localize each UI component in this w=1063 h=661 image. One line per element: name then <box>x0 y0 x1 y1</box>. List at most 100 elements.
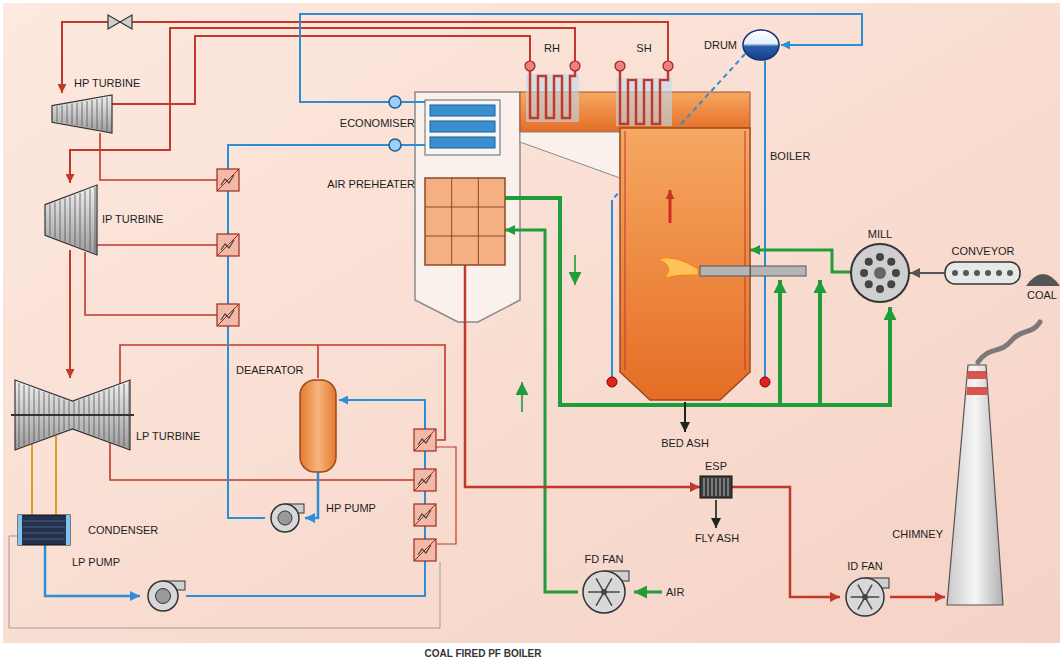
air-duct-part <box>778 280 782 405</box>
air-preheater: AIR PREHEATER <box>425 178 505 265</box>
ip-turbine-shape-part <box>90 189 91 251</box>
component-label: AIR <box>666 586 684 599</box>
pink-ground <box>3 3 1060 643</box>
economiser-bank-shape-part <box>430 121 495 132</box>
fan-symbol-shape <box>578 570 630 614</box>
coal-mill-shape-part <box>865 258 873 266</box>
fan-symbol: FD FAN <box>578 570 630 614</box>
exhaust-lines <box>32 436 56 515</box>
extraction-lines-part <box>317 345 319 378</box>
extraction-lines-part <box>97 244 217 246</box>
hp-turbine-shape-part <box>52 95 112 133</box>
furnace-shape-part <box>700 266 750 276</box>
pump-symbol-shape-part <box>271 504 299 532</box>
coal-mill-shape-part <box>876 253 884 261</box>
burner-pipe <box>750 266 806 276</box>
condenser-shell-shape-part <box>18 515 22 545</box>
component-label: DEAERATOR <box>236 364 303 377</box>
component-label: FLY ASH <box>695 532 739 545</box>
fan-symbol-shape-part <box>862 594 868 600</box>
air-duct-part <box>521 382 523 412</box>
feedwater-lines-part <box>611 200 613 378</box>
steam-lines <box>62 22 668 378</box>
air-preheater-shape-part <box>425 207 505 208</box>
condenser-shell-shape-part <box>23 527 65 528</box>
condenser-shell-shape-part <box>18 515 70 545</box>
furnace-shape-part <box>625 131 626 370</box>
conveyor-belt-shape-part <box>963 270 969 276</box>
ip-turbine-shape-part <box>80 193 81 247</box>
deaerator-tank-shape-part <box>300 380 336 472</box>
component-label: ECONOMISER <box>340 117 415 130</box>
air-duct-part <box>818 280 822 405</box>
feed-heater-part <box>217 234 239 256</box>
hp-turbine-shape-part <box>87 101 88 127</box>
flow-connector <box>45 545 140 596</box>
component-label: RH <box>544 42 560 55</box>
feed-heater-part <box>414 469 436 491</box>
air-preheater-shape-part <box>451 178 452 265</box>
conveyor-belt-shape-part <box>974 270 980 276</box>
flow-connector <box>732 487 840 597</box>
hp-turbine-shape-part <box>82 102 83 126</box>
condenser-shell-shape-part <box>23 521 65 522</box>
hp-turbine-shape-part <box>102 98 103 129</box>
component-label: IP TURBINE <box>102 213 163 226</box>
coal-pile <box>1026 274 1060 286</box>
furnace-shape-part <box>620 128 750 400</box>
figure-caption: COAL FIRED PF BOILER <box>424 647 541 660</box>
steam-lines-part <box>69 250 71 378</box>
air-preheater-shape <box>425 178 505 265</box>
extraction-lines-part <box>436 447 456 544</box>
condenser-shell-shape <box>18 515 70 545</box>
steam-drum-shape-part <box>743 30 779 60</box>
fan-symbol: ID FAN <box>840 577 890 617</box>
component-label: MILL <box>868 228 892 241</box>
lp-turbine-shape <box>15 380 130 450</box>
hp-turbine-shape <box>52 95 112 133</box>
component-label: FD FAN <box>584 553 623 566</box>
feed-heater-part <box>217 304 239 326</box>
fan-symbol-shape-part <box>846 578 884 616</box>
feed-heater-part <box>414 429 436 451</box>
steam-lines-part <box>112 36 530 104</box>
feedwater-lines-part <box>764 61 766 378</box>
ip-turbine-shape-part <box>65 199 66 242</box>
ash-arrow <box>715 500 717 528</box>
extraction-lines-part <box>110 443 414 480</box>
cooling-water-line <box>9 536 440 628</box>
ip-turbine-shape-part <box>85 191 86 249</box>
feed-heater-part <box>414 539 436 561</box>
component-label: ESP <box>705 460 727 473</box>
waterwall-header-part <box>760 377 770 387</box>
coil-header <box>525 61 673 71</box>
furnace-shape-part <box>669 190 672 223</box>
hp-turbine-shape-part <box>72 104 73 125</box>
ip-turbine-shape <box>45 185 97 255</box>
steam-drum: DRUM <box>742 29 780 61</box>
pump-symbol-shape-part <box>156 589 171 604</box>
fan-symbol-shape-part <box>601 589 607 595</box>
precipitator-shape <box>700 476 732 498</box>
feedwater-lines-part <box>300 14 862 102</box>
exhaust-lines-part <box>31 444 33 515</box>
coal-mill-shape-part <box>892 269 900 277</box>
extraction-lines-part <box>85 252 217 315</box>
coal-mill-shape-part <box>865 280 873 288</box>
chimney-stack-shape-part <box>947 365 1003 605</box>
coal-mill-shape-part <box>887 258 895 266</box>
economiser-bank-shape-part <box>430 137 495 148</box>
superheater-coil <box>616 66 672 126</box>
component-label: BOILER <box>770 150 810 163</box>
chimney-stack-shape <box>945 365 1005 605</box>
conveyor-belt-shape-part <box>1007 270 1013 276</box>
component-label: HP TURBINE <box>74 77 140 90</box>
hp-turbine-shape-part <box>92 100 93 128</box>
conveyor-belt-shape-part <box>985 270 991 276</box>
coal-mill-shape-part <box>851 244 909 302</box>
stop-valve <box>108 15 132 29</box>
flow-connector <box>305 472 318 518</box>
hp-turbine-shape-part <box>67 104 68 123</box>
coal-mill-shape-part <box>887 280 895 288</box>
